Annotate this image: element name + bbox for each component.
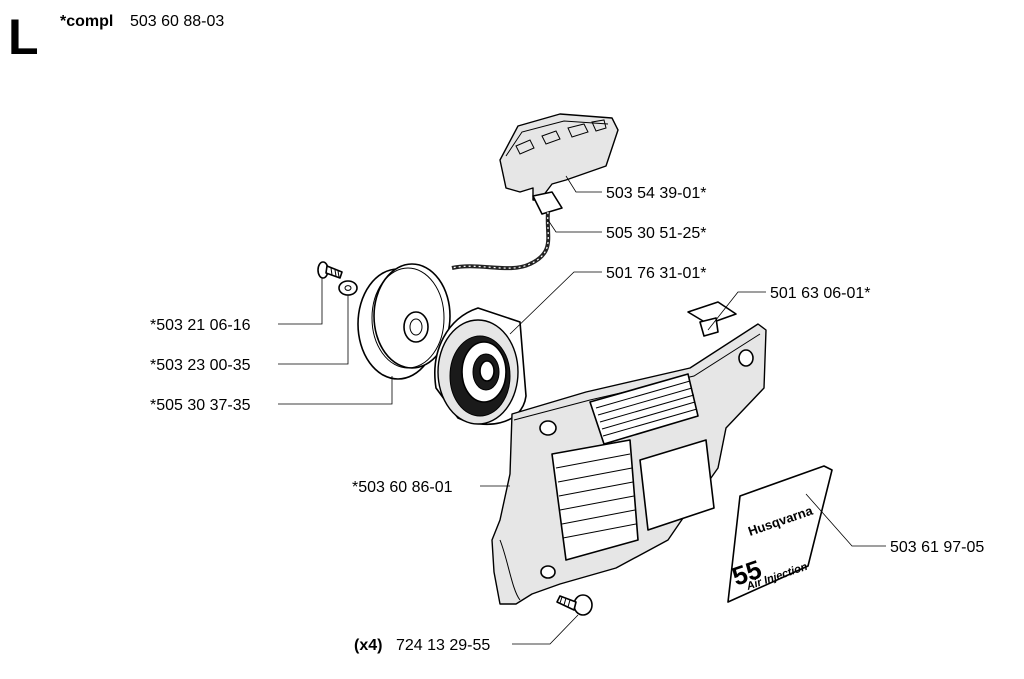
spring-cassette-part <box>434 307 527 426</box>
compl-number: 503 60 88-03 <box>130 13 224 30</box>
starter-handle <box>499 113 619 215</box>
plug-part <box>687 301 737 337</box>
washer-part <box>338 280 358 296</box>
section-letter: L <box>8 9 39 65</box>
cover-screw-part <box>556 594 593 616</box>
screw-part <box>317 261 343 279</box>
compl-prefix: *compl <box>60 13 113 30</box>
label-cover-screw: 724 13 29-55 <box>396 637 490 654</box>
leader-lines <box>278 175 886 645</box>
label-pulley: *505 30 37-35 <box>150 397 251 414</box>
label-decal: 503 61 97-05 <box>890 539 984 556</box>
decal-part: Husqvarna 55 Air Injection <box>727 465 833 603</box>
label-cover: *503 60 86-01 <box>352 479 453 496</box>
pulley-part <box>357 263 451 380</box>
starter-cover-part <box>491 323 767 605</box>
label-plug: 501 63 06-01* <box>770 285 871 302</box>
label-cover-screw-qty: (x4) <box>354 637 382 654</box>
label-rope: 505 30 51-25* <box>606 225 707 242</box>
label-handle: 503 54 39-01* <box>606 185 707 202</box>
starter-rope <box>451 211 551 271</box>
label-spring-cassette: 501 76 31-01* <box>606 265 707 282</box>
label-screw: *503 21 06-16 <box>150 317 251 334</box>
label-washer: *503 23 00-35 <box>150 357 251 374</box>
